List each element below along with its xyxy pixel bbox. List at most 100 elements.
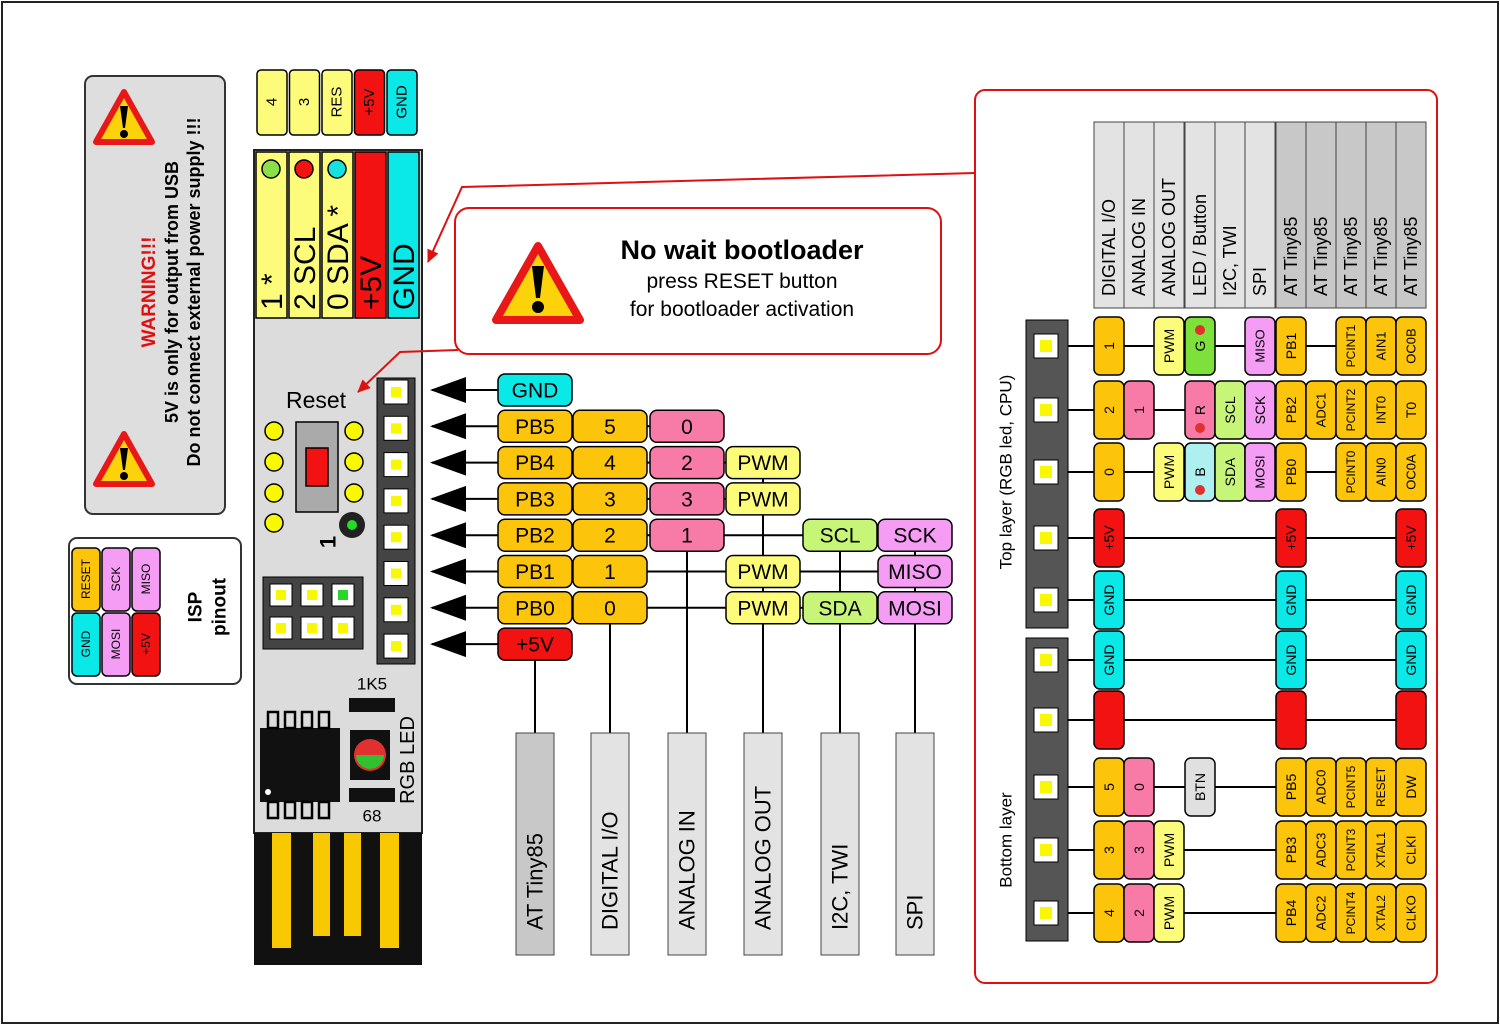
top-header-pin [256, 69, 288, 136]
pin-cell-digital [572, 445, 648, 480]
isp-pin-label: GND [79, 630, 93, 657]
pin-cell-label: 1 [681, 525, 693, 548]
right-header [1214, 121, 1246, 309]
right-cell-label: GND [1101, 584, 1117, 615]
right-cell-label: SDA [1222, 457, 1238, 486]
top-header-pin-label: 3 [296, 98, 313, 106]
board-header-label: 0 SDA * [322, 205, 355, 310]
side-header-pad [383, 597, 409, 623]
right-cell-label: 3 [1131, 846, 1147, 854]
right-cell-label: PCINT2 [1344, 388, 1358, 431]
top-header-pin [353, 69, 386, 136]
right-cell [1123, 757, 1155, 817]
resistor-icon [349, 698, 395, 712]
reset-button-cap[interactable] [305, 447, 329, 487]
usb-contact [344, 833, 361, 936]
board-header-pin [387, 151, 420, 319]
callout-arrow [427, 172, 976, 263]
right-cell [1395, 316, 1427, 376]
pin-cell-label: GND [512, 380, 559, 403]
usb-contact [380, 833, 399, 948]
right-cell-label: GND [1403, 584, 1419, 615]
pin-arrow-icon [430, 413, 466, 440]
right-cell-label: PB5 [1283, 774, 1299, 801]
right-cell-label: ADC1 [1314, 393, 1329, 428]
pin-cell-port [497, 518, 573, 552]
right-cell [1395, 690, 1427, 750]
pin-one-marker: 1 [316, 536, 341, 548]
top-header-pin-label: 4 [264, 98, 281, 106]
right-cell [1275, 316, 1307, 376]
isp-pin-label: +5V [139, 633, 153, 655]
isp-pin [101, 547, 131, 612]
right-cell [1153, 883, 1185, 943]
right-header-label: ANALOG IN [1129, 198, 1149, 296]
pin-cell-digital [572, 518, 648, 552]
legend-column-label: ANALOG IN [675, 810, 700, 930]
right-header-label: AT Tiny85 [1311, 217, 1331, 296]
right-cell-label: PCINT4 [1344, 891, 1358, 934]
right-cell-label: PB0 [1283, 459, 1299, 486]
right-cell-label: BTN [1192, 773, 1208, 801]
right-cell-label: RESET [1374, 766, 1388, 807]
pin-cell-port [497, 409, 573, 444]
bootloader-line2: for bootloader activation [630, 298, 854, 321]
pin-cell-digital [572, 409, 648, 444]
pin-cell-label: PB1 [515, 561, 555, 584]
pin-arrow-icon [430, 377, 466, 403]
right-cell-label: PCINT3 [1344, 828, 1358, 871]
right-cell-label: R [1192, 405, 1208, 415]
led-dot-icon [294, 159, 314, 179]
warning-triangle-icon [492, 242, 584, 324]
pin-cell-label: PB2 [515, 525, 555, 548]
right-cell-label: GND [1283, 584, 1299, 615]
resistor-icon [349, 788, 395, 802]
pin-cell-label: MOSI [888, 597, 942, 620]
pin-cell-pwm [725, 554, 801, 589]
pin-cell-pwm [725, 591, 801, 625]
pin-cell-label: PB3 [515, 488, 555, 511]
right-cell-label: B [1192, 467, 1208, 476]
isp-label: ISP [186, 591, 207, 622]
right-cell-label: OC0A [1404, 454, 1419, 490]
pin-cell-label: PWM [737, 488, 788, 511]
right-cell [1093, 630, 1125, 690]
pin-cell-pwm [725, 482, 801, 516]
right-header-label: I2C, TWI [1220, 225, 1240, 296]
right-cell [1395, 508, 1427, 568]
led-dot-icon [327, 159, 347, 179]
top-header-pin [386, 69, 418, 136]
right-header-label: AT Tiny85 [1341, 217, 1361, 296]
isp-pin [131, 547, 161, 612]
right-cell [1093, 690, 1125, 750]
isp-pin-label: SCK [109, 567, 123, 592]
right-cell [1275, 508, 1307, 568]
legend-column-label: SPI [903, 895, 928, 930]
pin-cell-digital [572, 482, 648, 516]
right-cell [1184, 316, 1216, 376]
right-cell [1395, 570, 1427, 630]
right-header [1184, 121, 1216, 309]
isp-pin-label: MISO [139, 564, 153, 595]
bootloader-line1: press RESET button [646, 270, 837, 293]
led-icon [1195, 423, 1205, 433]
right-cell [1093, 316, 1125, 376]
legend-column-label: AT Tiny85 [523, 833, 548, 930]
pin-cell-analog [649, 409, 725, 444]
right-cell-label: CLKI [1404, 836, 1419, 865]
right-cell-label: SCL [1222, 396, 1238, 423]
legend-column-label: I2C, TWI [828, 844, 853, 930]
usb-contact [272, 833, 291, 948]
right-cell-label: PWM [1161, 896, 1177, 930]
right-cell [1275, 570, 1307, 630]
right-cell-label: XTAL2 [1374, 895, 1388, 931]
right-cell [1395, 820, 1427, 880]
warning-line2: Do not connect external power supply !!! [184, 117, 204, 466]
right-cell-label: 4 [1101, 909, 1117, 917]
pin-cell-label: 1 [604, 561, 616, 584]
right-header-label: ANALOG OUT [1159, 178, 1179, 296]
right-cell-label: PCINT1 [1344, 324, 1358, 367]
